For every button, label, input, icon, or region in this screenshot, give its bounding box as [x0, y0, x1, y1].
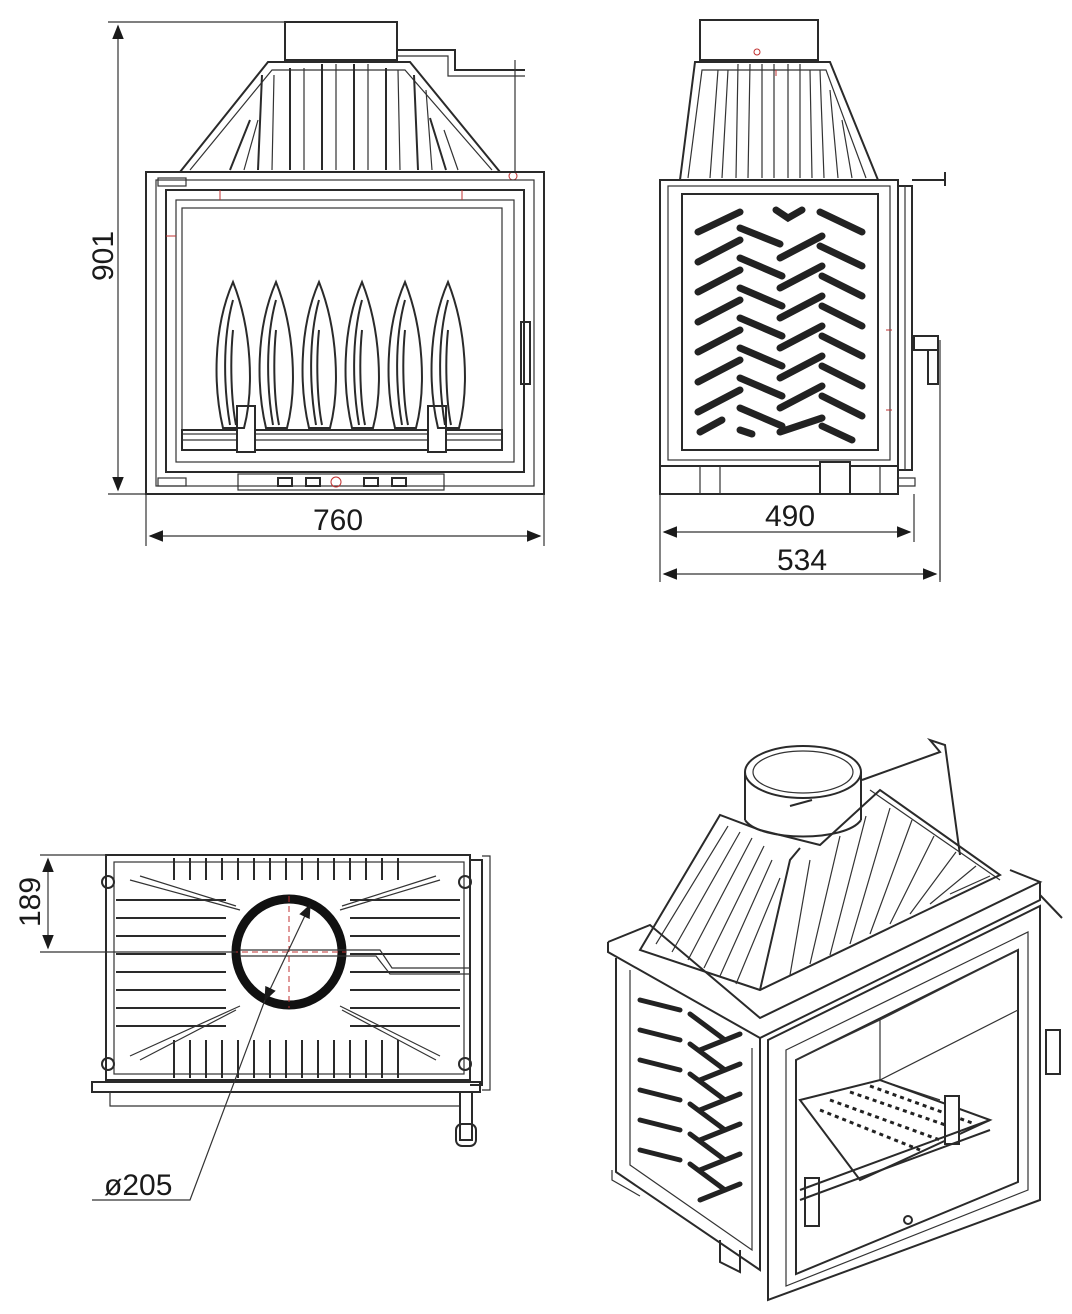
- iso-side-chevrons: [637, 997, 743, 1203]
- dimension-front-width-label: 760: [313, 504, 363, 537]
- top-view: [91, 854, 491, 1147]
- iso-grate: [798, 1078, 993, 1227]
- dimension-top-offset: 189: [14, 854, 236, 953]
- iso-hood-ribs: [655, 807, 991, 991]
- dimension-depth-inner: 490: [659, 494, 915, 582]
- dimension-front-width: 760: [145, 494, 545, 546]
- top-ribs: [116, 858, 460, 1078]
- front-view: [145, 21, 545, 495]
- side-view: [659, 19, 946, 580]
- side-hood-ribs: [709, 63, 853, 179]
- hood-ribs: [229, 64, 459, 171]
- dimension-flue-diameter: ø205: [92, 903, 311, 1202]
- dimension-height: 901: [87, 21, 285, 495]
- dimension-flue-diameter-label: ø205: [104, 1169, 172, 1202]
- dimension-depth-outer: 534: [662, 544, 941, 582]
- side-panel-chevrons: [694, 206, 866, 444]
- dimension-top-offset-label: 189: [14, 877, 47, 927]
- flame-decoration: [215, 279, 466, 429]
- dimension-height-label: 901: [87, 231, 120, 281]
- dimension-depth-inner-label: 490: [765, 500, 815, 533]
- dimension-depth-outer-label: 534: [777, 544, 827, 577]
- isometric-view: [607, 737, 1063, 1302]
